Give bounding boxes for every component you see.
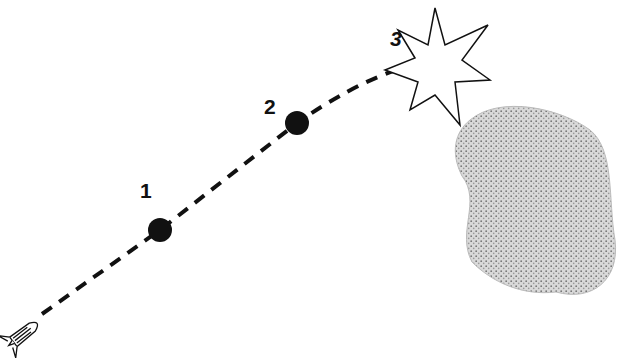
grey-cloud bbox=[455, 106, 615, 294]
rocket-symbol bbox=[0, 312, 46, 357]
point-dot bbox=[285, 111, 309, 135]
point-dot bbox=[148, 218, 172, 242]
explosion-star bbox=[385, 8, 490, 125]
callout-number: 3 bbox=[390, 28, 402, 49]
callout-number: 2 bbox=[264, 96, 276, 117]
dashed-trajectory bbox=[42, 70, 396, 314]
callout-number: 1 bbox=[140, 180, 152, 201]
